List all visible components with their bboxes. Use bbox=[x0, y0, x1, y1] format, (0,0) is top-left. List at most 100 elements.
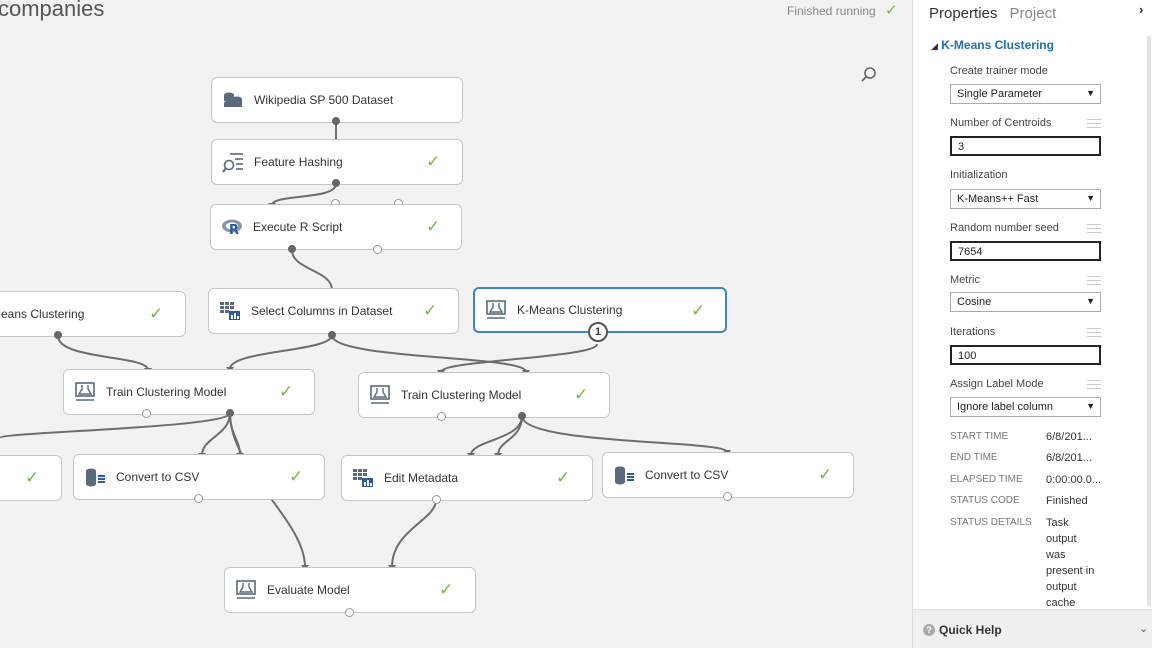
info-key: STATUS CODE bbox=[950, 495, 1020, 506]
parameter-handle-icon[interactable] bbox=[1087, 224, 1101, 233]
output-port-badge[interactable]: 1 bbox=[588, 322, 608, 342]
output-port[interactable] bbox=[142, 409, 151, 418]
train-icon bbox=[369, 384, 391, 406]
run-status: Finished running bbox=[787, 4, 876, 18]
node-convert-to-csv[interactable]: Convert to CSV ✓ bbox=[73, 454, 325, 500]
check-icon: ✓ bbox=[556, 468, 571, 487]
check-icon: ✓ bbox=[149, 304, 164, 323]
node-select-columns[interactable]: Select Columns in Dataset ✓ bbox=[208, 288, 459, 334]
node-kmeans-clustering-left[interactable]: eans Clustering ✓ bbox=[0, 291, 186, 337]
param-label: Iterations bbox=[950, 326, 996, 338]
dropdown-arrow-icon: ▼ bbox=[1086, 296, 1095, 306]
check-icon: ✓ bbox=[426, 217, 441, 236]
output-port[interactable] bbox=[432, 495, 441, 504]
check-icon: ✓ bbox=[423, 301, 438, 320]
node-label: Feature Hashing bbox=[254, 155, 343, 169]
info-value: Task output was present in output cache bbox=[1046, 517, 1095, 609]
output-port[interactable] bbox=[373, 245, 382, 254]
output-port[interactable] bbox=[437, 412, 446, 421]
output-port[interactable] bbox=[518, 412, 526, 420]
trainer-mode-select[interactable]: Single Parameter ▼ bbox=[950, 84, 1101, 104]
info-value: Finished bbox=[1046, 495, 1088, 507]
output-port[interactable] bbox=[54, 331, 62, 339]
param-label: Metric bbox=[950, 274, 980, 286]
search-icon[interactable] bbox=[860, 66, 878, 84]
node-label: eans Clustering bbox=[1, 307, 85, 321]
info-key: STATUS DETAILS bbox=[950, 517, 1032, 528]
check-icon: ✓ bbox=[885, 2, 898, 19]
section-header[interactable]: ◢ K-Means Clustering bbox=[931, 38, 1054, 52]
check-icon: ✓ bbox=[289, 467, 304, 486]
node-wikipedia-dataset[interactable]: Wikipedia SP 500 Dataset bbox=[211, 77, 463, 123]
node-label: Select Columns in Dataset bbox=[251, 304, 393, 318]
initialization-select[interactable]: K-Means++ Fast ▼ bbox=[950, 189, 1101, 209]
train-icon bbox=[74, 381, 96, 403]
iterations-input[interactable]: 100 bbox=[950, 345, 1101, 365]
check-icon: ✓ bbox=[439, 580, 454, 599]
output-port[interactable] bbox=[332, 117, 340, 125]
node-convert-to-csv-2[interactable]: Convert to CSV ✓ bbox=[602, 452, 854, 498]
convert-csv-icon bbox=[84, 466, 106, 488]
check-icon: ✓ bbox=[818, 465, 833, 484]
panel-tabs: Properties Project bbox=[929, 5, 1064, 22]
panel-scrollbar[interactable] bbox=[1147, 36, 1151, 606]
quick-help-label: Quick Help bbox=[939, 623, 1002, 637]
info-key: END TIME bbox=[950, 452, 998, 463]
node-evaluate-model[interactable]: Evaluate Model ✓ bbox=[224, 567, 476, 613]
check-icon: ✓ bbox=[691, 301, 706, 320]
check-icon: ✓ bbox=[25, 468, 40, 487]
select-value: K-Means++ Fast bbox=[957, 193, 1039, 205]
parameter-handle-icon[interactable] bbox=[1087, 380, 1101, 389]
output-port[interactable] bbox=[332, 179, 340, 187]
parameter-handle-icon[interactable] bbox=[1087, 276, 1101, 285]
properties-panel: Properties Project › ◢ K-Means Clusterin… bbox=[912, 0, 1152, 648]
chevron-right-icon[interactable]: › bbox=[1139, 2, 1144, 17]
param-label: Assign Label Mode bbox=[950, 378, 1044, 390]
tab-project[interactable]: Project bbox=[1009, 5, 1057, 22]
param-label: Initialization bbox=[950, 169, 1008, 181]
output-port[interactable] bbox=[226, 409, 234, 417]
parameter-handle-icon[interactable] bbox=[1087, 328, 1101, 337]
output-port[interactable] bbox=[288, 245, 296, 253]
label-mode-select[interactable]: Ignore label column ▼ bbox=[950, 397, 1101, 417]
node-train-clustering-model-2[interactable]: Train Clustering Model ✓ bbox=[358, 372, 610, 418]
select-value: Ignore label column bbox=[957, 401, 1054, 413]
quick-help-bar[interactable]: ? Quick Help ⌄ bbox=[913, 609, 1152, 648]
edit-metadata-icon bbox=[352, 467, 374, 489]
experiment-canvas[interactable]: companies Finished running ✓ bbox=[0, 0, 912, 648]
chevron-down-icon[interactable]: ⌄ bbox=[1139, 623, 1149, 635]
convert-csv-icon bbox=[613, 464, 635, 486]
info-value: 0:00:00.0... bbox=[1046, 474, 1102, 486]
info-key: ELAPSED TIME bbox=[950, 474, 1023, 485]
dataset-icon bbox=[222, 89, 244, 111]
param-label: Random number seed bbox=[950, 222, 1059, 234]
node-feature-hashing[interactable]: Feature Hashing ✓ bbox=[211, 139, 463, 185]
node-label: K-Means Clustering bbox=[517, 303, 623, 317]
node-label: Evaluate Model bbox=[267, 583, 350, 597]
dropdown-arrow-icon: ▼ bbox=[1086, 401, 1095, 411]
node-train-clustering-model[interactable]: Train Clustering Model ✓ bbox=[63, 369, 315, 415]
help-icon: ? bbox=[923, 624, 935, 636]
param-label: Number of Centroids bbox=[950, 117, 1052, 129]
node-label: Train Clustering Model bbox=[106, 385, 227, 399]
check-icon: ✓ bbox=[574, 385, 589, 404]
metric-select[interactable]: Cosine ▼ bbox=[950, 292, 1101, 312]
feature-hashing-icon bbox=[222, 151, 244, 173]
tab-properties[interactable]: Properties bbox=[929, 5, 998, 22]
seed-input[interactable]: 7654 bbox=[950, 241, 1101, 261]
output-port[interactable] bbox=[328, 331, 336, 339]
info-value: 6/8/201... bbox=[1046, 452, 1092, 464]
node-partial-left[interactable]: ✓ bbox=[0, 455, 62, 501]
node-label: Train Clustering Model bbox=[401, 388, 522, 402]
svg-text:R: R bbox=[229, 223, 239, 236]
output-port[interactable] bbox=[345, 608, 354, 617]
centroids-input[interactable]: 3 bbox=[950, 136, 1101, 156]
output-port[interactable] bbox=[194, 494, 203, 503]
node-execute-r-script[interactable]: R Execute R Script ✓ bbox=[210, 204, 462, 250]
parameter-handle-icon[interactable] bbox=[1087, 119, 1101, 128]
output-port[interactable] bbox=[723, 492, 732, 501]
kmeans-icon bbox=[485, 299, 507, 321]
check-icon: ✓ bbox=[279, 382, 294, 401]
node-edit-metadata[interactable]: Edit Metadata ✓ bbox=[341, 455, 593, 501]
r-icon: R bbox=[221, 216, 243, 238]
